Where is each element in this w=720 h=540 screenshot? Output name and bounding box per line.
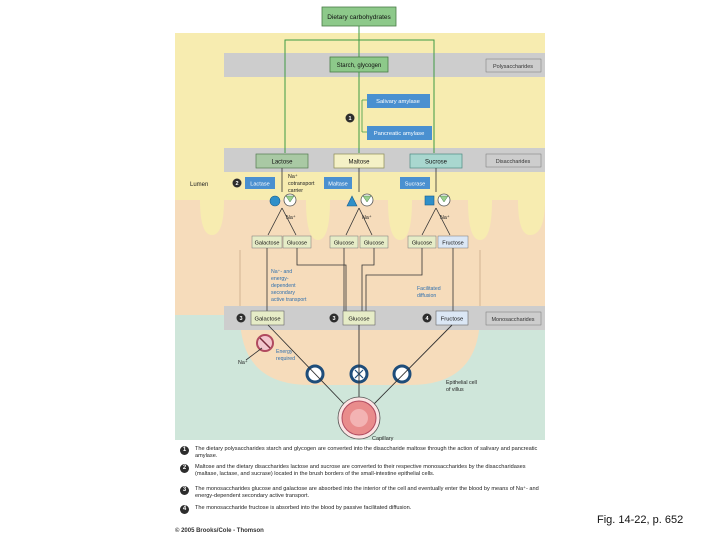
dietary-carbohydrates-label: Dietary carbohydrates — [327, 14, 391, 21]
maltose-label: Maltose — [348, 160, 370, 166]
brush-border — [200, 200, 545, 240]
na-label-top: Na⁺ — [288, 174, 298, 180]
na-label-carrier-2: Na⁺ — [362, 215, 372, 221]
lactose-label: Lactose — [271, 160, 293, 166]
lumen-label: Lumen — [190, 182, 208, 188]
na-energy-line-3: dependent — [271, 283, 296, 289]
step-number-3b: 3 — [332, 316, 335, 322]
fructose-transporter-icon — [392, 364, 412, 384]
note-number-3: 3 — [180, 486, 189, 495]
mono-glucose-3: Glucose — [364, 241, 384, 247]
disaccharides-label: Disaccharides — [496, 159, 531, 165]
mono-glucose-1: Glucose — [287, 241, 307, 247]
energy-line-1: Energy — [276, 349, 293, 355]
na-energy-line-1: Na⁺- and — [271, 269, 292, 275]
mono-galactose-1: Galactose — [255, 241, 280, 247]
note-number-1: 1 — [180, 446, 189, 455]
salivary-amylase-label: Salivary amylase — [376, 99, 420, 105]
salivary-amylase-box — [367, 94, 430, 108]
facilitated-line-2: diffusion — [417, 293, 436, 299]
step-badge-1 — [345, 113, 355, 123]
monosaccharides-label: Monosaccharides — [491, 317, 534, 323]
galactose-bottom-box — [250, 310, 285, 326]
figure-caption: Fig. 14-22, p. 652 — [597, 514, 684, 526]
sucrose-label: Sucrose — [425, 160, 448, 166]
facilitated-line-1: Facilitated — [417, 286, 441, 292]
villus-cell-shape — [240, 315, 480, 385]
sucrase-label: Sucrase — [405, 182, 426, 188]
brush-monosaccharides: Galactose Glucose Glucose Glucose Glucos… — [251, 235, 469, 249]
carrier-label: carrier — [288, 188, 303, 194]
step-number-2: 2 — [235, 181, 238, 187]
mono-fructose-1: Fructose — [442, 241, 463, 247]
na-energy-line-4: secondary — [271, 290, 295, 296]
mono-glucose-4: Glucose — [412, 241, 432, 247]
step-badge-2 — [232, 178, 242, 188]
glucose-bottom-label: Glucose — [348, 317, 369, 323]
step-number-3a: 3 — [239, 316, 242, 322]
disaccharides-label-box — [485, 153, 542, 168]
maltase-enzyme-marker — [346, 195, 358, 207]
fructose-bottom-label: Fructose — [441, 317, 464, 323]
epithelial-line-2: of villus — [446, 387, 464, 393]
na-energy-line-2: energy- — [271, 276, 289, 282]
starch-glycogen-label: Starch, glycogen — [337, 63, 382, 69]
step-number-4: 4 — [425, 316, 429, 322]
epithelial-line-1: Epithelial cell — [446, 380, 477, 386]
energy-line-2: required — [276, 356, 295, 362]
sucrase-box — [400, 177, 430, 189]
capillary-label: Capillary — [372, 436, 394, 442]
lactase-enzyme-marker — [269, 195, 281, 207]
carrier-proteins — [269, 193, 451, 207]
na-label-carrier-1: Na⁺ — [286, 215, 296, 221]
polysaccharides-label-box — [485, 58, 542, 73]
polysaccharides-label: Polysaccharides — [493, 64, 533, 70]
capillary-lumen — [350, 409, 368, 427]
maltase-label: Maltase — [328, 182, 348, 188]
note-text-4: The monosaccharide fructose is absorbed … — [195, 505, 412, 511]
note-text-2: Maltose and the dietary disaccharides la… — [195, 464, 526, 477]
galactose-bottom-label: Galactose — [254, 317, 280, 323]
disaccharide-arrows — [281, 168, 437, 192]
na-label-carrier-3: Na⁺ — [440, 215, 450, 221]
sucrase-enzyme-marker — [424, 195, 435, 206]
mono-glucose-2: Glucose — [334, 241, 354, 247]
absorption-arrows — [266, 248, 454, 311]
step-number-1: 1 — [348, 116, 351, 122]
top-connectors — [284, 26, 435, 153]
amylase-bracket — [361, 99, 367, 133]
to-capillary-arrows — [267, 324, 453, 406]
lactase-label: Lactase — [250, 182, 270, 188]
split-arrows — [267, 207, 451, 236]
step-badge-3a — [236, 313, 246, 323]
na-energy-line-5: active transport — [271, 297, 307, 303]
note-text-1: The dietary polysaccharides starch and g… — [195, 446, 538, 459]
cotransport-label: cotransport — [288, 181, 315, 187]
note-number-4: 4 — [180, 505, 189, 514]
note-number-2: 2 — [180, 464, 189, 473]
step-badge-3b — [329, 313, 339, 323]
step-badge-4 — [422, 313, 432, 323]
pancreatic-amylase-label: Pancreatic amylase — [374, 131, 425, 137]
copyright-text: © 2005 Brooks/Cole - Thomson — [175, 528, 264, 534]
na-pump-arrow — [245, 347, 263, 361]
pancreatic-amylase-box — [367, 126, 432, 140]
na-label-pump: Na⁺ — [238, 360, 248, 366]
note-text-3: The monosaccharides glucose and galactos… — [195, 486, 539, 499]
monosaccharides-label-box — [485, 311, 542, 326]
lactase-box — [245, 177, 275, 189]
maltase-box — [324, 177, 352, 189]
